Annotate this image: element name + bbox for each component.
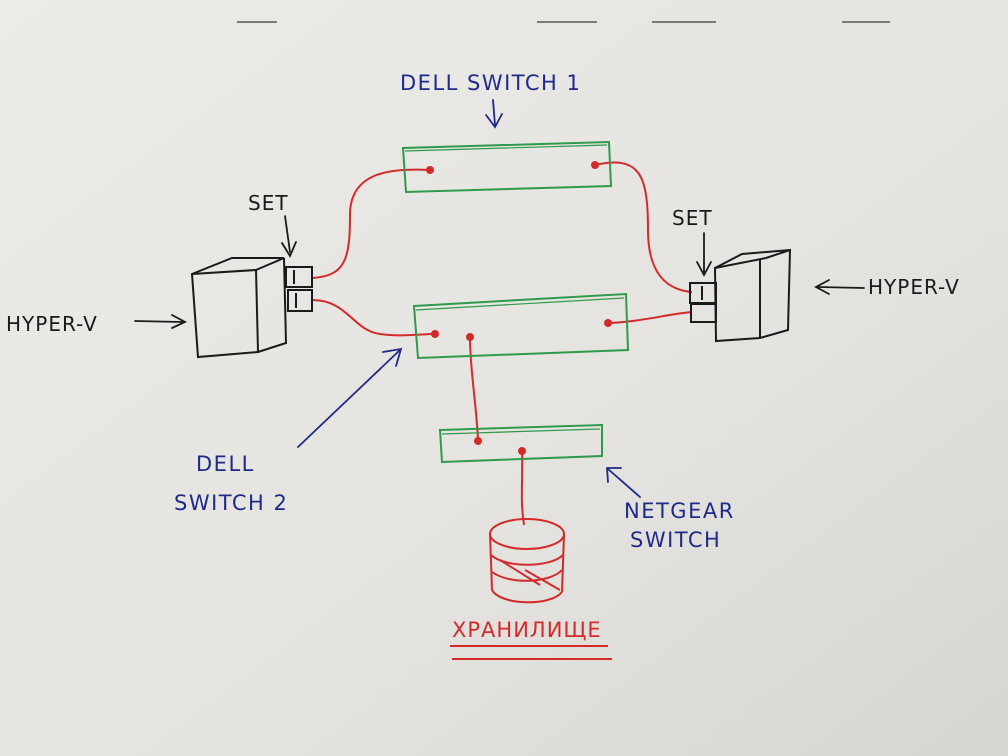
port-dot — [518, 447, 526, 455]
port-dot — [426, 166, 434, 174]
label-storage: ХРАНИЛИЩЕ — [452, 618, 602, 642]
arrow-down-icon — [696, 232, 712, 277]
hyperv-left-server-icon — [190, 257, 313, 359]
label-netgear-line1: NETGEAR — [624, 499, 735, 523]
port-dot — [466, 333, 474, 341]
cable-dell-1-to-hyperv-right — [594, 161, 693, 293]
port-dot — [604, 319, 612, 327]
label-hyperv-right: HYPER-V — [868, 275, 960, 299]
arrow-diagonal-icon — [606, 467, 641, 498]
cable-dell-2-to-netgear — [469, 336, 479, 441]
label-set-left: SET — [248, 191, 289, 215]
dell-switch-1 — [401, 140, 613, 194]
label-dell-switch-2-line1: DELL — [196, 452, 255, 476]
arrow-right-icon — [134, 314, 188, 329]
cable-dell-2-to-hyperv-right — [607, 311, 693, 324]
hyperv-right-server-icon — [689, 248, 792, 343]
storage-database-icon — [489, 518, 565, 604]
label-set-right: SET — [672, 206, 713, 230]
arrow-down-icon — [281, 215, 297, 258]
label-netgear-line2: SWITCH — [630, 528, 721, 552]
cable-hyperv-left-to-dell-1 — [311, 168, 431, 279]
label-hyperv-left: HYPER-V — [6, 312, 98, 336]
arrow-left-icon — [814, 279, 865, 295]
storage-underline — [450, 645, 612, 660]
cable-hyperv-left-to-dell-2 — [311, 299, 436, 337]
dell-switch-2 — [412, 292, 630, 360]
arrow-diagonal-icon — [297, 347, 403, 448]
arrow-down-icon — [485, 99, 503, 129]
port-dot — [591, 161, 599, 169]
port-dot — [431, 330, 439, 338]
label-dell-switch-1: DELL SWITCH 1 — [400, 71, 581, 95]
port-dot — [474, 437, 482, 445]
label-dell-switch-2-line2: SWITCH 2 — [174, 491, 288, 515]
netgear-switch — [438, 423, 603, 464]
